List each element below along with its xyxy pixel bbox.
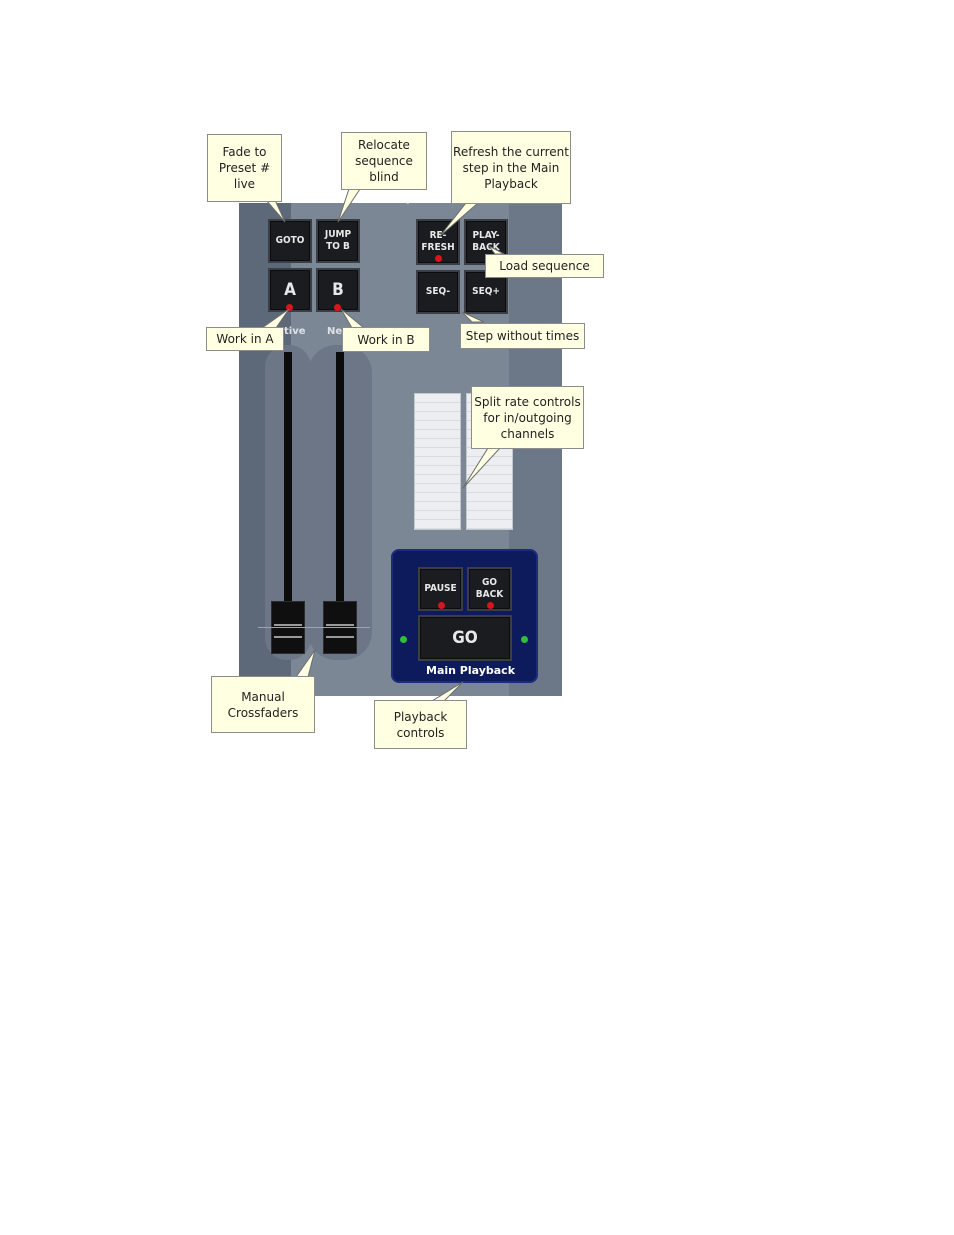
callout-refresh-step: Refresh the current step in the Main Pla… bbox=[451, 131, 571, 204]
fader-rail-a bbox=[284, 352, 292, 607]
b-button[interactable]: B bbox=[316, 268, 360, 312]
callout-load-sequence: Load sequence bbox=[485, 254, 604, 278]
callout-split-rate: Split rate controls for in/outgoing chan… bbox=[471, 386, 584, 449]
jump-to-b-button[interactable]: JUMP TO B bbox=[316, 219, 360, 263]
status-led bbox=[400, 636, 407, 643]
rate-meter-in[interactable] bbox=[414, 393, 461, 530]
callout-manual-crossfaders: Manual Crossfaders bbox=[211, 676, 315, 733]
panel-title-bottom: Main Playback bbox=[426, 664, 516, 677]
fader-rail-b bbox=[336, 352, 344, 607]
callout-playback-controls: Playback controls bbox=[374, 700, 467, 749]
fader-divider bbox=[258, 627, 370, 628]
go-button[interactable]: GO bbox=[418, 615, 512, 661]
lane-label-a: tive bbox=[284, 326, 306, 337]
status-led bbox=[435, 255, 442, 262]
seq-minus-button[interactable]: SEQ- bbox=[416, 270, 460, 314]
goto-button[interactable]: GOTO bbox=[268, 219, 312, 263]
status-led bbox=[521, 636, 528, 643]
panel-title-top: Main Playback bbox=[348, 190, 446, 204]
lane-label-b: Ne bbox=[327, 326, 343, 337]
pause-button[interactable]: PAUSE bbox=[418, 567, 463, 611]
callout-step-without-times: Step without times bbox=[460, 323, 585, 349]
a-button[interactable]: A bbox=[268, 268, 312, 312]
callout-work-in-a: Work in A bbox=[206, 327, 284, 351]
callout-work-in-b: Work in B bbox=[342, 327, 430, 352]
callout-fade-to-preset: Fade to Preset # live bbox=[207, 134, 282, 202]
go-back-button[interactable]: GO BACK bbox=[467, 567, 512, 611]
refresh-button[interactable]: RE- FRESH bbox=[416, 219, 460, 265]
status-led bbox=[286, 304, 293, 311]
status-led bbox=[438, 602, 445, 609]
status-led bbox=[334, 304, 341, 311]
status-led bbox=[487, 602, 494, 609]
callout-relocate-sequence: Relocate sequence blind bbox=[341, 132, 427, 190]
